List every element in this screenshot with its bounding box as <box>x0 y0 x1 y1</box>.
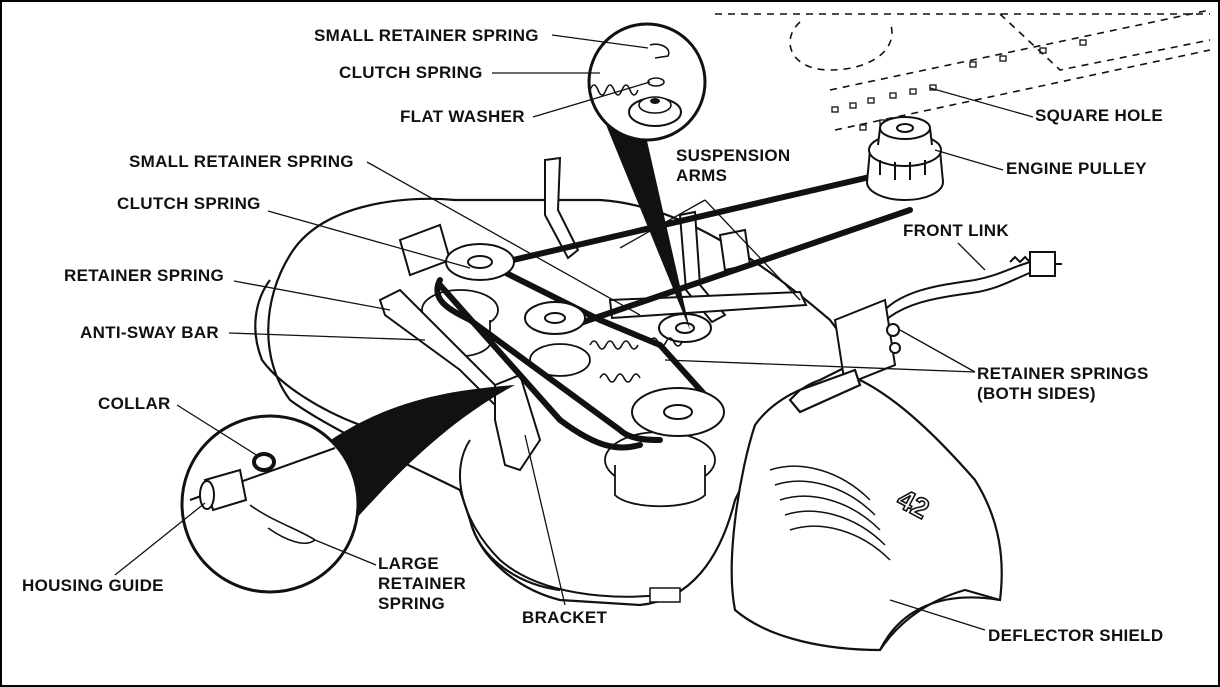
label-collar: COLLAR <box>98 394 171 413</box>
front-link-art <box>879 251 1062 326</box>
label-retainer-springs-both-sides: RETAINER SPRINGS (BOTH SIDES) <box>977 364 1149 403</box>
tractor-frame <box>715 9 1211 131</box>
anti-sway-bar <box>378 223 542 472</box>
front-bracket-art <box>833 298 901 387</box>
label-deflector-shield: DEFLECTOR SHIELD <box>988 626 1164 645</box>
label-suspension-arms: SUSPENSION ARMS <box>676 146 791 185</box>
label-large-retainer-spring: LARGE RETAINER SPRING <box>378 554 467 613</box>
label-retainer-spring: RETAINER SPRING <box>64 266 225 285</box>
label-anti-sway-bar: ANTI-SWAY BAR <box>80 323 219 342</box>
label-bracket: BRACKET <box>522 608 608 627</box>
clutch-detail-callout <box>587 22 707 330</box>
label-housing-guide: HOUSING GUIDE <box>22 576 164 595</box>
springs-art <box>589 337 683 383</box>
deflector-shield-art <box>730 368 1003 652</box>
label-square-hole: SQUARE HOLE <box>1035 106 1163 125</box>
drive-belt <box>434 167 913 451</box>
engine-pulley-art <box>866 116 944 201</box>
label-small-retainer-spring: SMALL RETAINER SPRING <box>129 152 354 171</box>
label-clutch-spring-top: CLUTCH SPRING <box>339 63 483 82</box>
leader-lines <box>114 34 1034 631</box>
label-clutch-spring: CLUTCH SPRING <box>117 194 261 213</box>
deck-skirt <box>459 439 661 598</box>
deck-tab <box>649 587 681 603</box>
label-engine-pulley: ENGINE PULLEY <box>1006 159 1147 178</box>
collar-detail-callout <box>180 385 515 594</box>
label-flat-washer: FLAT WASHER <box>400 107 525 126</box>
label-front-link: FRONT LINK <box>903 221 1009 240</box>
pulleys <box>445 243 725 437</box>
label-small-retainer-spring-top: SMALL RETAINER SPRING <box>314 26 539 45</box>
